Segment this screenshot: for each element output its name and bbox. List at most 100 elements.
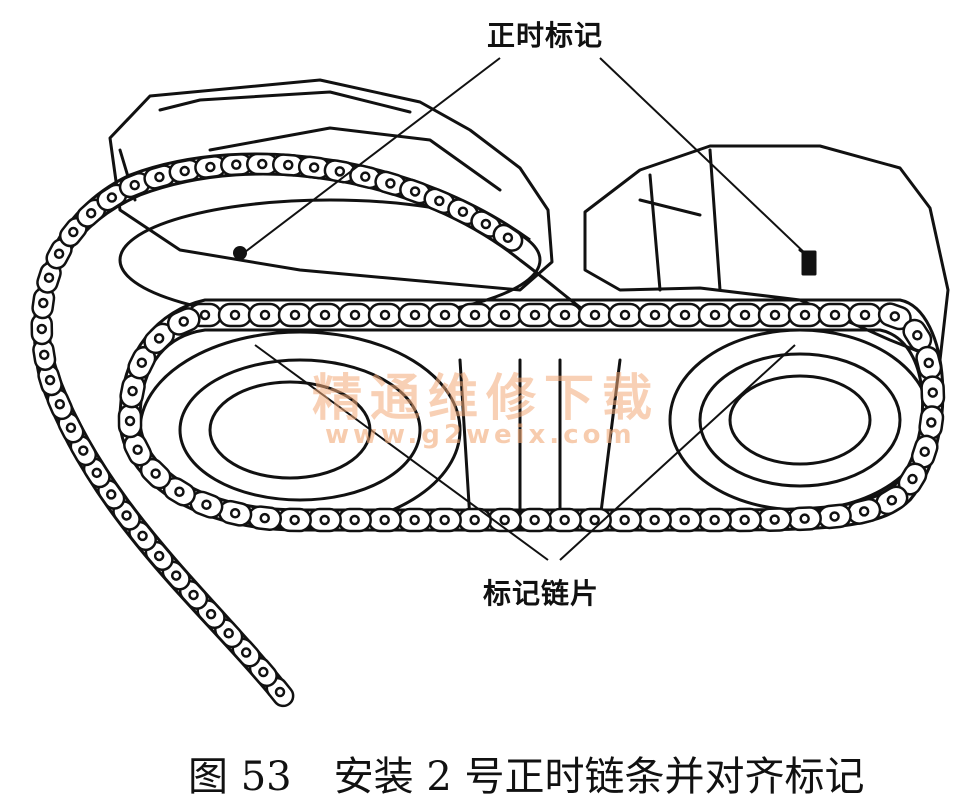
chain-pin <box>480 218 492 230</box>
chain-pin <box>529 309 541 321</box>
timing-mark-label: 正时标记 <box>487 19 604 52</box>
chain-pin <box>282 159 294 171</box>
chain-pin <box>205 161 216 173</box>
chain-pin <box>457 206 469 217</box>
chain-pin <box>54 398 66 410</box>
chain-pin <box>205 608 217 620</box>
chain-pin <box>199 309 211 321</box>
chain-pin <box>308 162 320 173</box>
chain-pin <box>499 309 511 321</box>
chain-pin <box>434 195 445 207</box>
chain-pin <box>136 357 148 368</box>
chain-pin <box>105 489 117 500</box>
chain-pin <box>349 309 361 321</box>
chain-pin <box>257 158 268 170</box>
chain-pin <box>679 309 691 321</box>
chain-pin <box>589 309 601 321</box>
chain-pin <box>274 686 286 698</box>
chain-pin <box>923 357 934 369</box>
chain-pin <box>919 446 930 457</box>
chain-pin <box>127 385 138 397</box>
chain-pin <box>201 499 212 510</box>
chain-pin <box>907 473 918 485</box>
chain-pin <box>38 349 50 361</box>
chain-pin <box>334 166 346 177</box>
chain-pin <box>529 514 540 526</box>
chain-pin <box>78 445 89 456</box>
chain-pin <box>769 514 780 525</box>
chain-pin <box>379 309 391 321</box>
chain-pin <box>38 297 49 309</box>
chain-pin <box>154 171 165 183</box>
chain-pin <box>229 508 241 519</box>
chain-pin <box>385 178 396 189</box>
chain-pin <box>153 333 165 344</box>
chain-pin <box>124 415 136 427</box>
chain-pin <box>709 309 721 321</box>
chain-pin <box>132 444 143 455</box>
chain-pin <box>709 514 720 526</box>
chain-pin <box>170 570 182 581</box>
chain-pin <box>889 311 901 322</box>
chain-pin <box>469 514 480 526</box>
chain-pin <box>829 511 840 522</box>
chain-pin <box>858 506 870 517</box>
chain-pin <box>137 530 148 542</box>
chain-pin <box>258 666 269 678</box>
chain-pin <box>619 514 630 526</box>
chain-pin <box>223 628 234 639</box>
chain-pin <box>319 309 331 321</box>
chain-pin <box>409 186 421 197</box>
chain-pin <box>179 165 190 177</box>
chain-pin <box>559 309 571 321</box>
watermark-url: www.g2weix.com <box>325 420 636 450</box>
leader-line-link-right <box>559 344 796 561</box>
chain-pin <box>619 309 631 321</box>
chain-pin <box>121 510 132 521</box>
chain-pin <box>409 514 420 526</box>
chain-pin <box>231 159 242 170</box>
chain-pin <box>53 248 65 260</box>
chain-pin <box>409 309 421 321</box>
leader-lines <box>244 57 811 561</box>
chain-pin <box>259 309 271 321</box>
chain-pin <box>65 422 77 433</box>
chain-pin <box>649 309 661 321</box>
figure-caption-text: 安装 2 号正时链条并对齐标记 <box>333 754 865 800</box>
watermark-chinese: 精通维修下载 <box>312 368 660 427</box>
chain-pin <box>43 272 55 283</box>
leader-line-link-left <box>254 344 549 561</box>
timing-mark-dot <box>233 246 247 260</box>
chain-pin <box>289 514 300 526</box>
chain-pin <box>289 309 301 321</box>
chain-pin <box>174 486 185 497</box>
chain-pin <box>927 387 939 398</box>
figure-number: 图 53 <box>188 754 292 800</box>
chain-pin <box>188 589 199 601</box>
chain-pin <box>319 514 330 526</box>
leader-line-timing-right <box>599 57 811 259</box>
chain-pin <box>769 309 781 321</box>
right-sprocket <box>668 328 932 512</box>
no2-chain-links <box>117 302 946 533</box>
chain-pin <box>912 330 923 341</box>
chain-pin <box>886 495 898 506</box>
chain-pin <box>106 192 118 203</box>
chain-pin <box>68 226 79 238</box>
chain-pin <box>739 514 750 526</box>
right-camshaft-housing <box>583 144 950 362</box>
leader-line-timing-left <box>244 57 501 253</box>
chain-pin <box>129 179 140 191</box>
outer-chain-links <box>30 152 524 708</box>
chain-pin <box>360 171 371 182</box>
chain-pin <box>559 514 570 526</box>
marked-link-label: 标记链片 <box>483 577 600 610</box>
chain-pin <box>44 374 56 386</box>
chain-pin <box>36 323 48 335</box>
chain-pin <box>85 207 97 219</box>
chain-pin <box>259 512 271 524</box>
chain-pin <box>178 316 189 327</box>
chain-pin <box>229 309 241 321</box>
chain-pin <box>439 309 451 321</box>
